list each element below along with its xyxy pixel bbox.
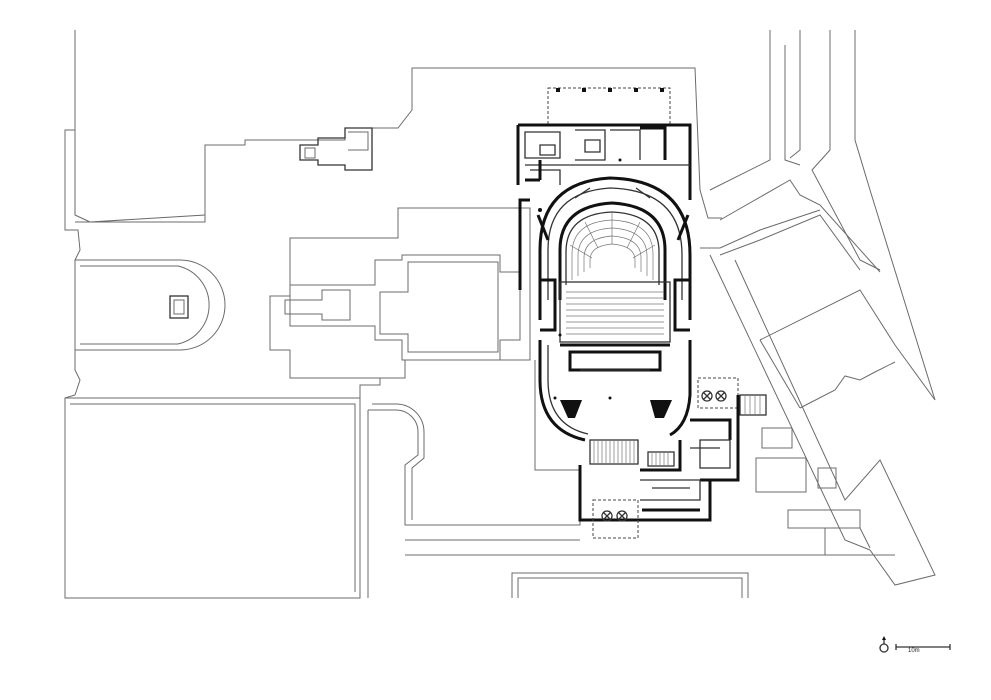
central-hall-outline (269, 207, 531, 379)
kiosk-2 (755, 457, 807, 493)
street-edge-right (811, 30, 881, 271)
circle-tier-wall (558, 201, 667, 300)
scale-bar (895, 644, 951, 650)
entrance-stair-right (647, 451, 675, 467)
lower-lobby-wall (578, 465, 712, 522)
lift-area (697, 377, 739, 409)
small-pavilion (299, 127, 373, 171)
roof-canopy-dashed (547, 87, 671, 125)
auditorium-outer-wall (538, 176, 692, 320)
scale-bar-label: 10m (908, 648, 920, 654)
bottom-block (511, 572, 749, 598)
lift-icon (701, 390, 727, 402)
kiosk-3 (817, 467, 837, 489)
context-buildings (64, 30, 936, 599)
stalls-seating (559, 281, 671, 343)
north-arrow-icon (879, 636, 889, 653)
stage-pit (568, 350, 662, 372)
foyer-curve-left (538, 340, 586, 442)
foyer-pier-left (560, 400, 582, 418)
lift-icon-lower (601, 510, 628, 522)
kiosk-1 (761, 427, 793, 449)
foyer-pier-right (650, 400, 672, 418)
semicircle-court (75, 259, 226, 351)
theatre-building (516, 87, 767, 539)
entrance-canopy-dashed (592, 499, 639, 539)
court-feature (169, 295, 189, 319)
lower-left-block (64, 397, 361, 599)
